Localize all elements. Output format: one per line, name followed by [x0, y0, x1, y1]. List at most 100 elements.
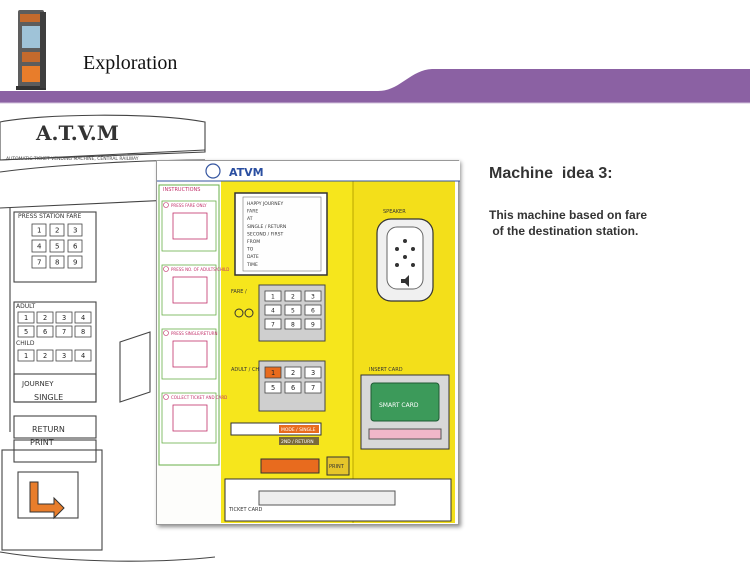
key [31, 255, 47, 269]
key-label: 2 [43, 314, 47, 322]
rail-logo-icon [205, 163, 221, 179]
key-label: 6 [43, 328, 47, 336]
ticket-card-label: TICKET CARD [228, 507, 262, 513]
key-label: 4 [81, 352, 85, 360]
key-label: 2 [291, 369, 295, 377]
key [17, 311, 35, 324]
key-label: 8 [291, 322, 295, 329]
header-band [0, 69, 750, 104]
slide-title: Exploration [83, 52, 178, 74]
existing-press-station: PRESS STATION FARE [18, 213, 81, 220]
key [284, 290, 302, 302]
instruction-step-label: COLLECT TICKET AND CARD [171, 395, 227, 400]
ticket-slot [258, 490, 396, 506]
key [304, 366, 322, 379]
key [36, 349, 54, 362]
key-label: 3 [62, 314, 66, 322]
kiosk-icon [16, 10, 46, 90]
screen-line: SINGLE / RETURN [247, 224, 286, 230]
key-label: 1 [271, 369, 275, 377]
key-label: 9 [73, 259, 77, 267]
existing-brand: A.T.V.M [35, 121, 119, 145]
screen-line: DATE [247, 254, 259, 260]
key [284, 381, 302, 394]
mode-return-label: 2ND / RETURN [281, 439, 314, 445]
key [55, 311, 73, 324]
key [74, 325, 92, 338]
person-icon [244, 308, 254, 318]
smart-card [370, 382, 440, 422]
fare-label: FARE / [231, 289, 247, 295]
key-label: 5 [24, 328, 28, 336]
key [67, 223, 83, 237]
key-label: 5 [291, 308, 295, 315]
key-label: 3 [73, 227, 77, 235]
key-label: 1 [24, 352, 28, 360]
print-label: PRINT [329, 464, 345, 470]
idea-description: This machine based on fare of the destin… [489, 208, 648, 238]
key [55, 325, 73, 338]
key [304, 381, 322, 394]
existing-return-button: RETURN [32, 425, 65, 434]
key-label: 5 [271, 384, 275, 392]
key-label: 8 [55, 259, 59, 267]
instructions-label: INSTRUCTIONS [163, 187, 200, 193]
smart-card-label: SMART CARD [379, 402, 419, 409]
key [264, 366, 282, 379]
key [36, 325, 54, 338]
instruction-step-label: PRESS SINGLE/RETURN [171, 331, 217, 336]
card-slot [368, 428, 442, 440]
key-label: 3 [62, 352, 66, 360]
key [17, 325, 35, 338]
key [55, 349, 73, 362]
arrow-icon [29, 481, 65, 520]
key-label: 6 [291, 384, 295, 392]
key [49, 223, 65, 237]
existing-machine-sketch: A.T.V.M AUTOMATIC TICKET VENDING MACHINE… [0, 114, 215, 562]
key [284, 304, 302, 316]
key [74, 349, 92, 362]
key-label: 5 [55, 243, 59, 251]
key-label: 9 [311, 322, 315, 329]
key [304, 318, 322, 330]
key-label: 2 [55, 227, 59, 235]
screen-line: TIME [246, 262, 258, 268]
key [304, 290, 322, 302]
speaker-grill [395, 239, 415, 267]
screen-line: FROM [247, 239, 260, 245]
key-label: 3 [311, 294, 315, 301]
key-label: 7 [271, 322, 275, 329]
mode-single-label: MODE / SINGLE [281, 427, 316, 433]
speaker-label: SPEAKER [383, 209, 406, 215]
idea-heading: Machine idea 3: [489, 165, 613, 182]
key-label: 7 [62, 328, 66, 336]
key [74, 311, 92, 324]
key-label: 2 [291, 294, 295, 301]
key-label: 4 [37, 243, 42, 251]
key [264, 318, 282, 330]
key [17, 349, 35, 362]
screen-line: HAPPY JOURNEY [247, 201, 283, 207]
key [304, 304, 322, 316]
existing-journey-label: JOURNEY [21, 380, 54, 388]
key [49, 239, 65, 253]
existing-subtitle: AUTOMATIC TICKET VENDING MACHINE, CENTRA… [6, 156, 139, 162]
screen-line: AT [247, 216, 253, 222]
key [264, 381, 282, 394]
key [31, 239, 47, 253]
key [67, 239, 83, 253]
existing-print-label: PRINT [30, 438, 54, 447]
key [284, 318, 302, 330]
existing-single-button: SINGLE [34, 393, 63, 402]
person-icon [234, 308, 244, 318]
instruction-step-label: PRESS NO. OF ADULTS/CHILD [171, 267, 229, 272]
key-label: 1 [24, 314, 28, 322]
key-label: 8 [81, 328, 85, 336]
print-button [326, 456, 350, 476]
key-label: 1 [37, 227, 41, 235]
